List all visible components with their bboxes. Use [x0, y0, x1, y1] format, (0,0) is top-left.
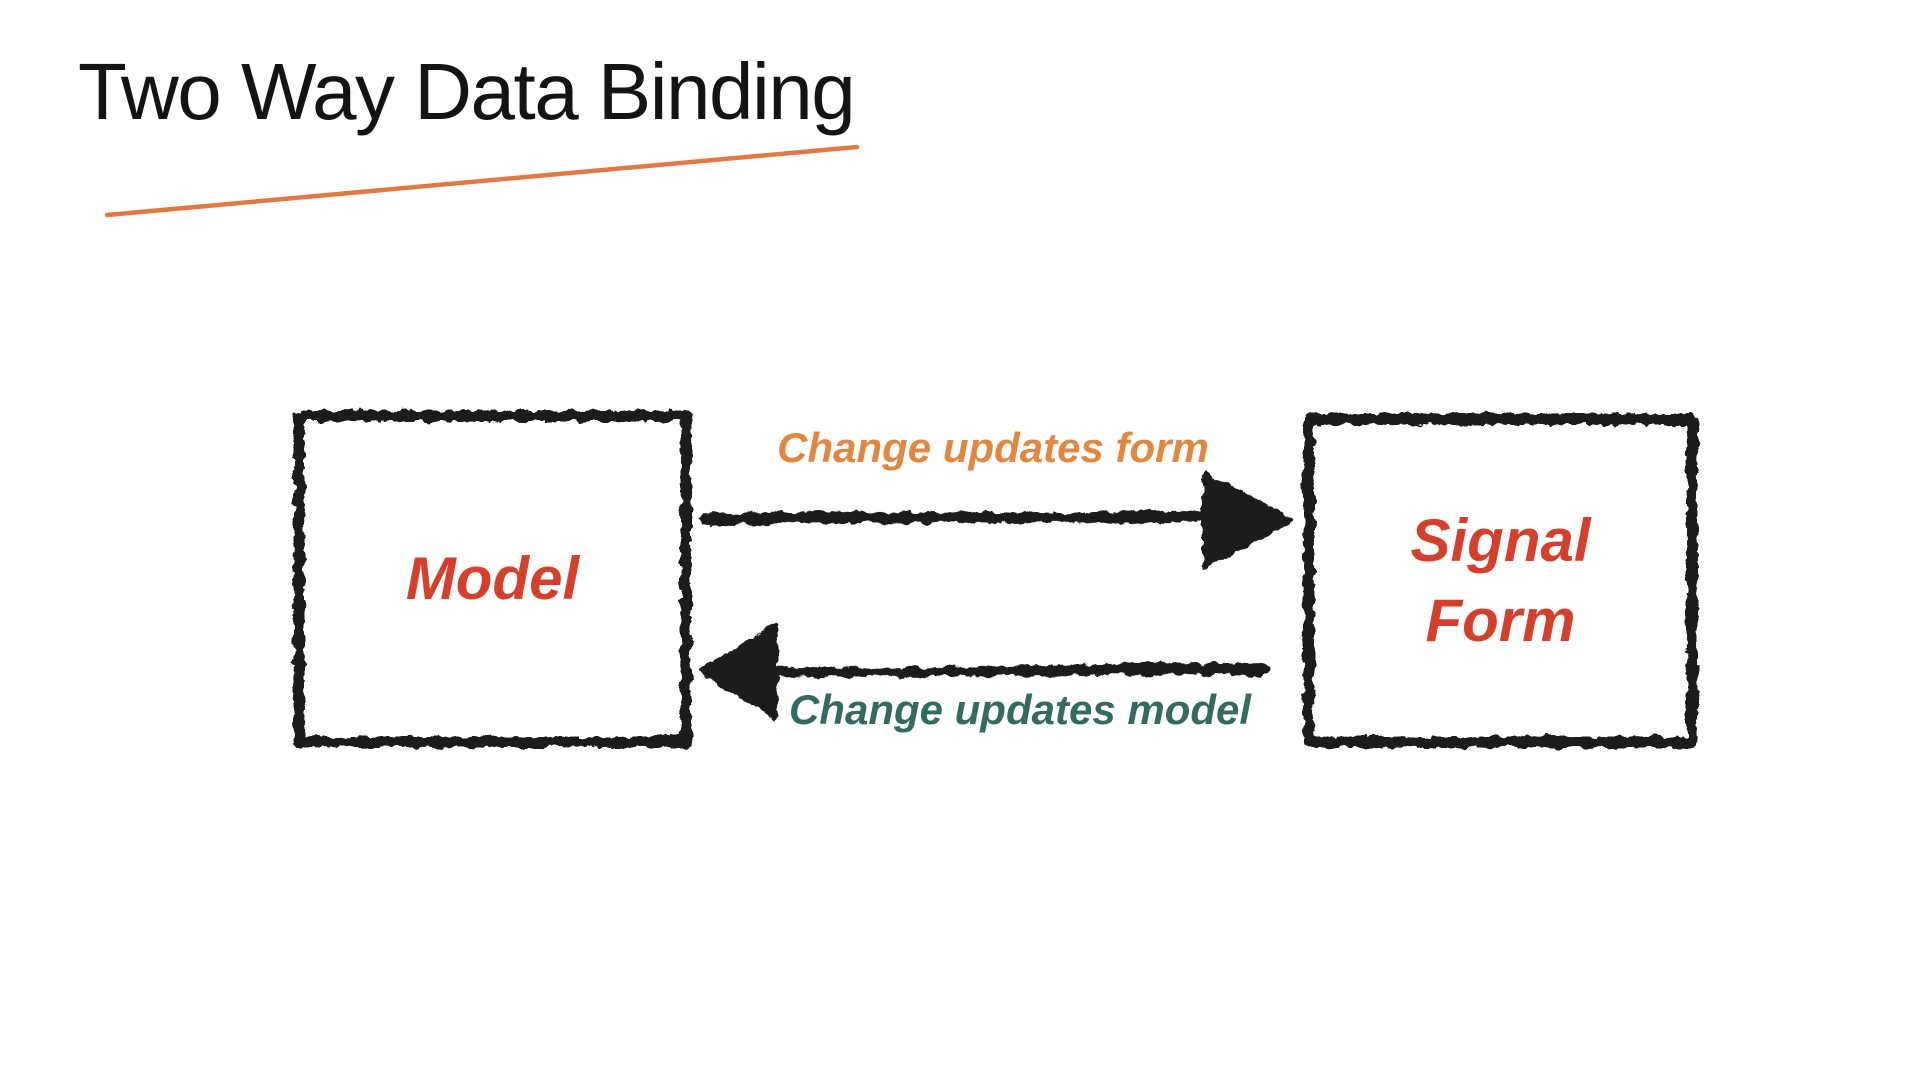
- backward-arrow-shaft-texture: [780, 671, 1262, 677]
- forward-arrowhead-icon: [1202, 472, 1294, 568]
- signal-form-box: [1303, 413, 1698, 748]
- forward-arrow: [701, 472, 1294, 568]
- forward-arrow-shaft: [701, 510, 1213, 524]
- title-underline: [104, 144, 860, 218]
- backward-arrow-shaft: [771, 663, 1271, 677]
- page-title: Two Way Data Binding: [78, 47, 856, 136]
- backward-arrowhead-icon: [698, 623, 778, 719]
- model-box: [293, 410, 692, 748]
- backward-arrow: [698, 623, 1271, 719]
- forward-arrow-shaft-texture: [710, 517, 1202, 526]
